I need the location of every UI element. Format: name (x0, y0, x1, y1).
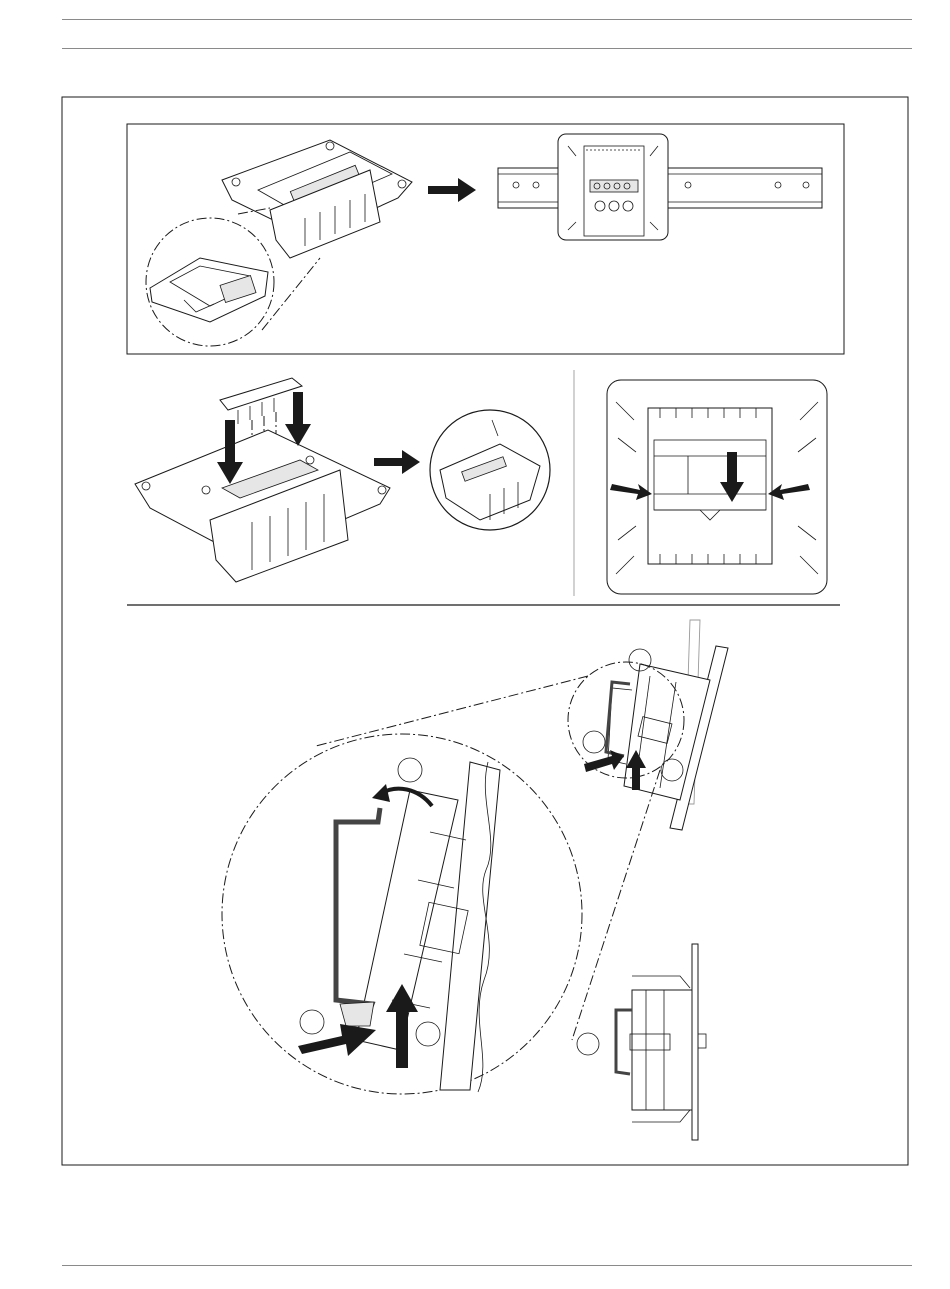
panel-mount-on-din-rail (127, 124, 844, 354)
